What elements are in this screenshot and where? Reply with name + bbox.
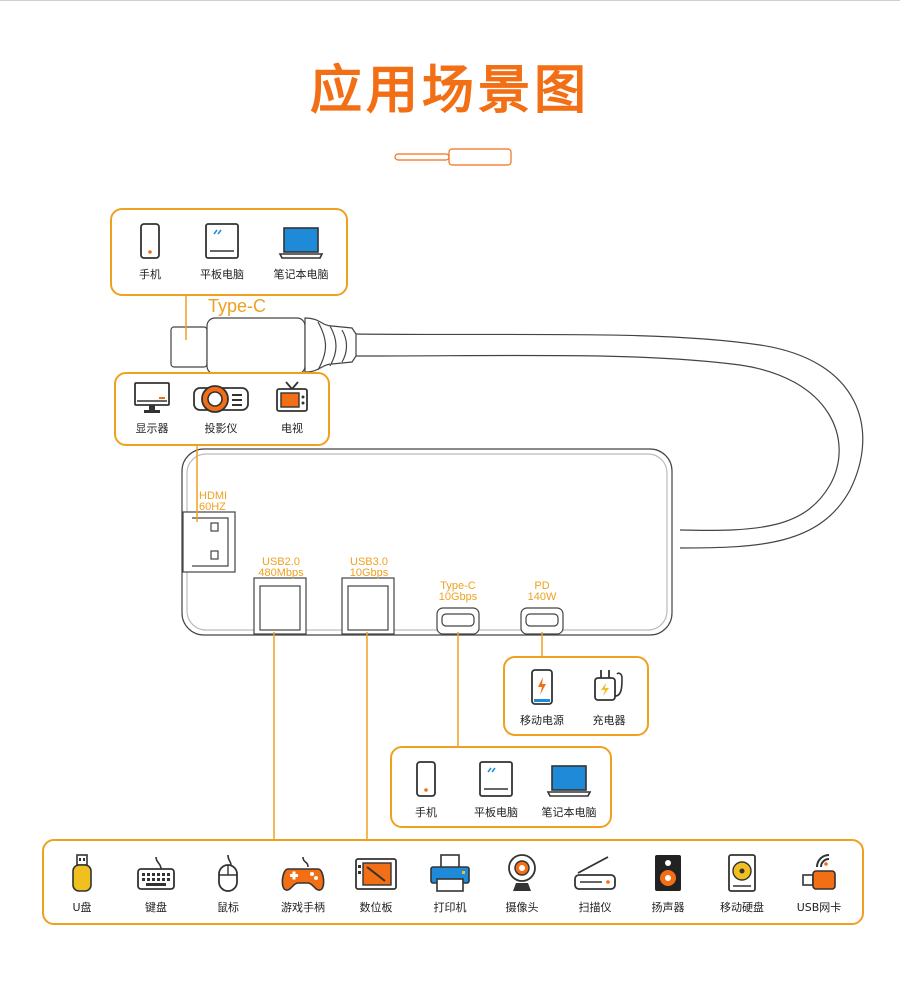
usb-peripherals-box: U盘 键盘 鼠标 游戏手柄 数位板 打印机 摄像头 扫描仪 扬声器 移动硬盘 U… (42, 839, 864, 925)
device-tablet: 平板电脑 (464, 760, 528, 820)
typec-devices-box: 手机 平板电脑 笔记本电脑 (390, 746, 612, 828)
mouse-icon (218, 854, 238, 892)
pd-port-spec: 140W (527, 591, 557, 603)
tablet-icon (479, 761, 513, 797)
typec-cable-label: Type-C (208, 296, 267, 316)
device-printer: 打印机 (418, 853, 482, 915)
device-label: U盘 (72, 901, 92, 914)
usb2-port-name: USB2.0 (262, 556, 300, 568)
pd-port-label: PD 140W (511, 581, 573, 603)
device-laptop: 笔记本电脑 (532, 760, 606, 820)
hdmi-port-spec: 60HZ (199, 501, 226, 513)
typec-port-name: Type-C (440, 580, 476, 592)
mini-cable-icon (394, 148, 512, 166)
top-divider (0, 0, 900, 1)
device-drawing-tablet: 数位板 (344, 853, 408, 915)
hdmi-port-label: HDMI 60HZ (199, 491, 227, 513)
tablet-icon (205, 223, 239, 259)
device-phone: 手机 (398, 760, 454, 820)
device-projector: 投影仪 (188, 380, 254, 436)
speaker-icon (655, 855, 681, 891)
hdmi-port-name: HDMI (199, 490, 228, 502)
device-label: 笔记本电脑 (273, 268, 329, 281)
external-drive-icon (728, 854, 756, 892)
device-tv: 电视 (262, 380, 322, 436)
phone-icon (140, 223, 160, 259)
laptop-icon (546, 765, 592, 797)
device-mouse: 鼠标 (198, 853, 258, 915)
device-label: 充电器 (592, 714, 626, 727)
device-external-drive: 移动硬盘 (708, 853, 776, 915)
device-label: 键盘 (145, 901, 167, 914)
device-monitor: 显示器 (122, 380, 182, 436)
usb3-port-spec: 10Gbps (349, 567, 389, 579)
device-label: 电视 (281, 422, 303, 435)
device-laptop: 笔记本电脑 (264, 222, 338, 282)
usb2-port-label: USB2.0 480Mbps (250, 557, 312, 579)
typec-port-spec: 10Gbps (438, 591, 478, 603)
device-label: 笔记本电脑 (541, 806, 597, 819)
display-devices-box: 显示器 投影仪 电视 (114, 372, 330, 446)
device-wifi-adapter: USB网卡 (784, 853, 854, 915)
device-charger: 充电器 (579, 668, 639, 728)
page-title: 应用场景图 (309, 61, 590, 121)
device-speaker: 扬声器 (636, 853, 700, 915)
connector-lines (185, 292, 543, 839)
device-label: 显示器 (135, 422, 169, 435)
device-keyboard: 键盘 (126, 853, 186, 915)
projector-icon (193, 385, 249, 413)
gamepad-icon (281, 856, 325, 891)
device-label: 手机 (139, 268, 161, 281)
device-label: 投影仪 (204, 422, 238, 435)
device-label: 打印机 (433, 901, 467, 914)
charger-icon (594, 670, 623, 701)
device-label: 扫描仪 (578, 901, 612, 914)
usb3-port-label: USB3.0 10Gbps (338, 557, 400, 579)
hub-body (181, 448, 673, 636)
drawing-tablet-icon (355, 858, 397, 890)
device-label: 移动电源 (520, 714, 564, 727)
wifi-adapter-icon (802, 854, 836, 890)
device-power-bank: 移动电源 (511, 668, 573, 728)
typec-plug (170, 317, 357, 375)
device-label: 鼠标 (217, 901, 239, 914)
device-label: 平板电脑 (200, 268, 244, 281)
laptop-icon (278, 227, 324, 259)
device-webcam: 摄像头 (490, 853, 554, 915)
usb3-port-name: USB3.0 (350, 556, 388, 568)
hub-cable (355, 333, 864, 549)
usb-drive-icon (72, 854, 92, 892)
device-label: 游戏手柄 (281, 901, 325, 914)
monitor-icon (134, 382, 170, 413)
pd-devices-box: 移动电源 充电器 (503, 656, 649, 736)
pd-port-name: PD (534, 580, 550, 592)
device-label: 平板电脑 (474, 806, 518, 819)
device-label: 手机 (415, 806, 437, 819)
device-label: 扬声器 (651, 901, 685, 914)
typec-host-devices-box: 手机 平板电脑 笔记本电脑 (110, 208, 348, 296)
typec-port-label: Type-C 10Gbps (427, 581, 489, 603)
device-scanner: 扫描仪 (562, 853, 628, 915)
device-label: 移动硬盘 (720, 901, 764, 914)
device-tablet: 平板电脑 (190, 222, 254, 282)
device-usb-drive: U盘 (52, 853, 112, 915)
webcam-icon (508, 854, 536, 891)
device-phone: 手机 (122, 222, 178, 282)
tv-icon (276, 381, 308, 412)
device-label: 摄像头 (505, 901, 539, 914)
phone-icon (416, 761, 436, 797)
scanner-icon (574, 856, 616, 890)
device-label: USB网卡 (796, 901, 842, 914)
usb2-port-spec: 480Mbps (258, 567, 304, 579)
device-label: 数位板 (359, 901, 393, 914)
power-bank-icon (531, 669, 553, 705)
keyboard-icon (137, 856, 175, 890)
device-gamepad: 游戏手柄 (270, 853, 336, 915)
printer-icon (430, 854, 470, 892)
